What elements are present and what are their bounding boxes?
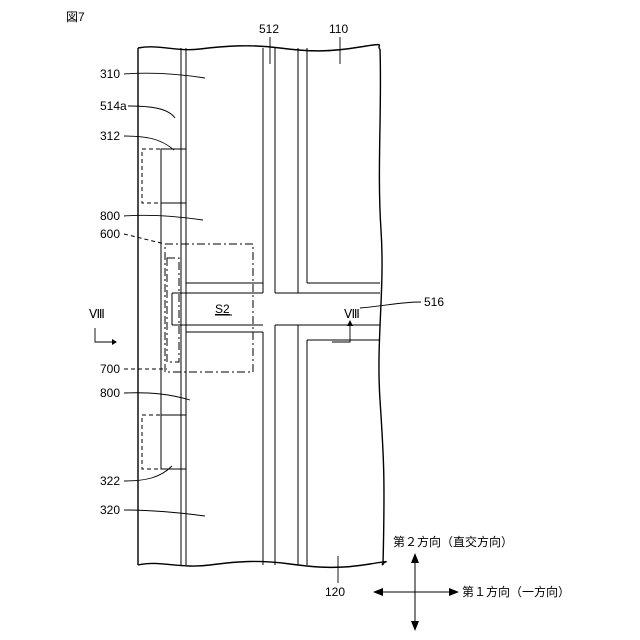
section-arrow-left [95,328,112,342]
label-312: 312 [100,129,120,143]
label-700: 700 [100,362,120,376]
region-700-box [167,258,179,362]
first-direction-arrowhead-right [449,588,459,596]
second-direction-arrowhead-down [411,621,419,631]
right-wavy-edge [379,49,384,565]
top-wavy-edge [138,45,380,51]
leader-312 [124,136,174,150]
leader-514a [128,106,175,118]
label-512: 512 [259,22,279,36]
region-600-box [165,244,253,372]
pad-322 [161,415,186,469]
leader-800-bottom [124,393,190,400]
label-800-top: 800 [100,209,120,223]
label-516: 516 [424,295,444,309]
leader-516 [360,302,421,308]
label-310: 310 [100,67,120,81]
section-arrowhead-left [112,339,117,345]
first-direction-label: 第１方向（一方向） [462,584,570,599]
first-direction-arrowhead-left [373,588,383,596]
bottom-wavy-edge [138,561,386,567]
label-800-bottom: 800 [100,386,120,400]
leader-800-top [124,215,203,220]
label-110: 110 [329,22,348,36]
section-marker-left: Ⅷ [89,307,105,321]
s2-label: S2 [215,302,230,316]
section-marker-right: Ⅷ [344,307,360,321]
leader-320 [124,510,205,516]
leader-600 [124,234,165,244]
second-direction-label: 第２方向（直交方向） [393,534,513,549]
leader-322 [124,466,172,481]
pad-322-dashed-region [142,415,186,469]
pad-312-dashed-region [142,149,186,203]
label-514a: 514a [100,99,127,113]
figure-label: 図7 [66,10,85,24]
label-600: 600 [100,227,120,241]
second-direction-arrowhead-up [411,553,419,563]
pad-312 [161,149,186,203]
label-322: 322 [100,474,120,488]
label-120: 120 [325,585,345,599]
leader-310 [124,73,205,78]
label-320: 320 [100,503,120,517]
